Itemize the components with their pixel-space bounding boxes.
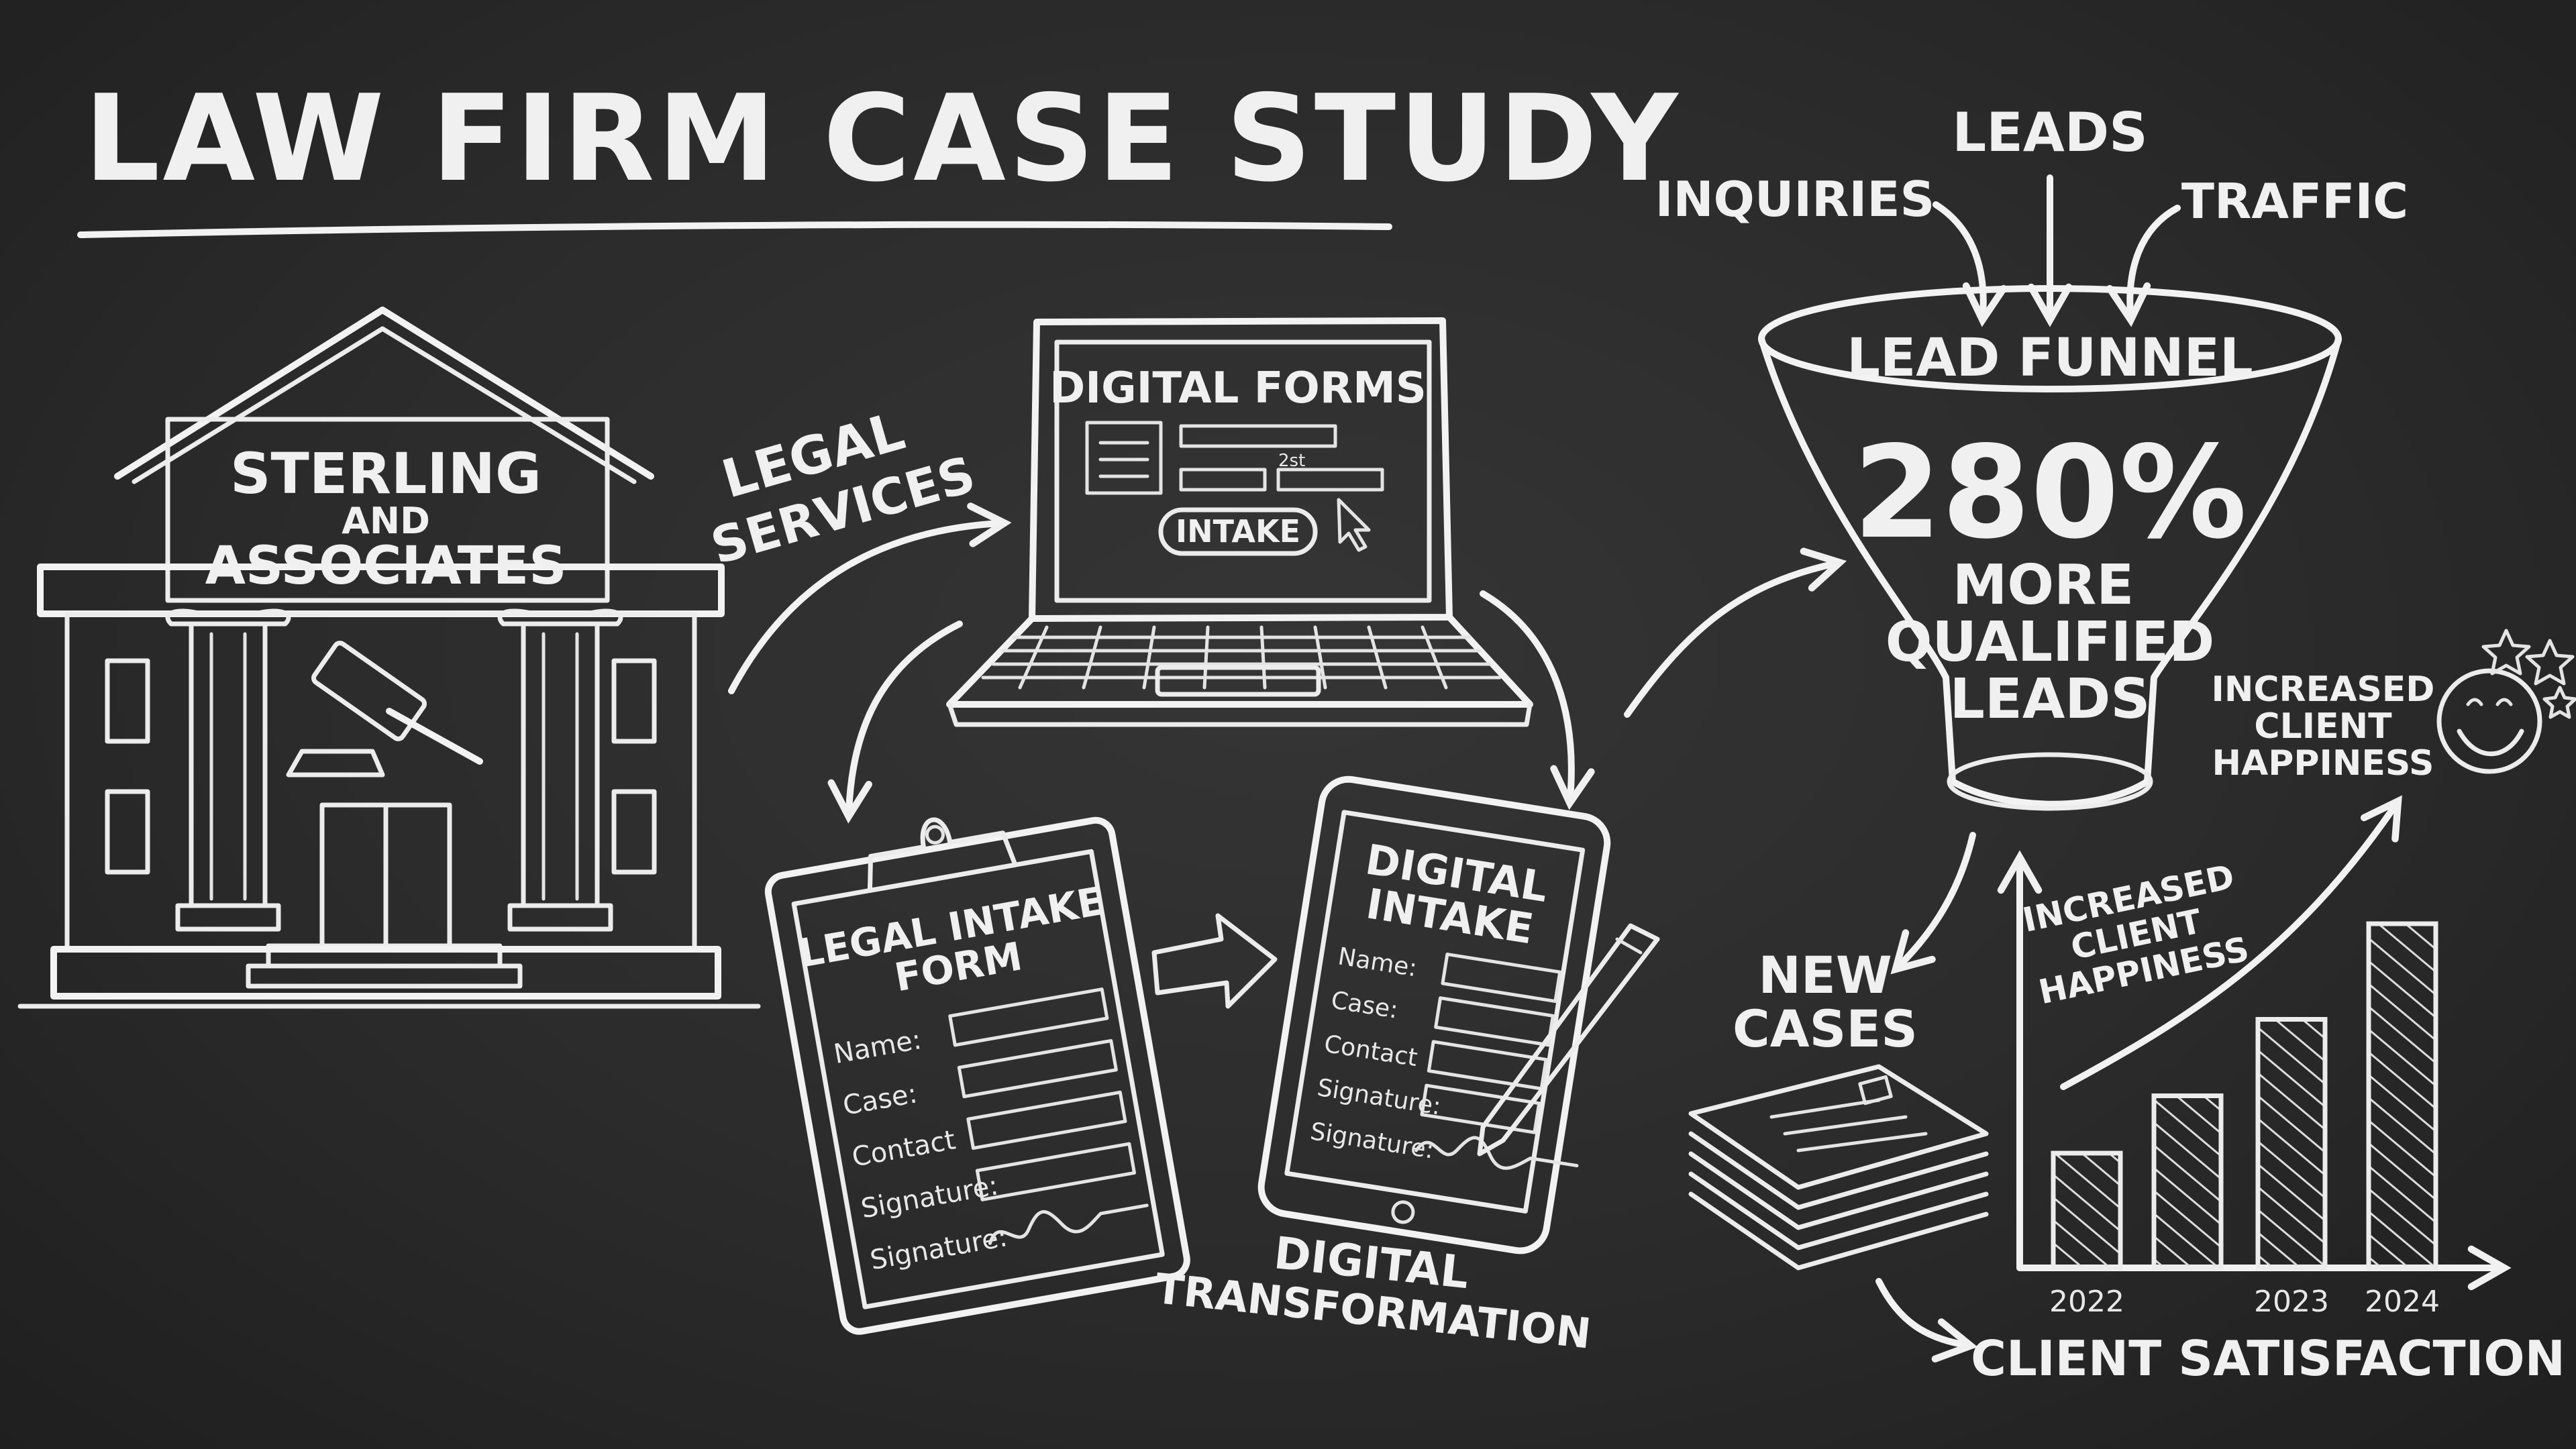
tablet-field-label: Case: <box>1329 987 1400 1024</box>
firm-name-line2: AND <box>342 500 430 542</box>
paper-field-label: Name: <box>831 1024 923 1070</box>
chart-trend-arrow <box>2060 795 2402 1090</box>
funnel-line3: LEADS <box>1950 667 2151 731</box>
intake-button[interactable] <box>1158 507 1318 556</box>
signature-scribble <box>1414 1136 1579 1170</box>
funnel-input-inquiries: INQUIRIES <box>1655 171 1935 227</box>
arrow-funnel-to-new-cases <box>1890 832 1976 975</box>
tablet-field-input-box <box>1441 953 1562 1004</box>
page-title: LAW FIRM CASE STUDY <box>84 69 1680 208</box>
cursor-icon <box>1337 498 1371 552</box>
paper-field-label: Case: <box>841 1078 920 1122</box>
chart-tick-label: 2024 <box>2365 1285 2440 1319</box>
funnel-line2: QUALIFIED <box>1886 610 2215 674</box>
funnel-label: LEAD FUNNEL <box>1847 328 2253 388</box>
signature-scribble <box>988 1203 1149 1245</box>
arrow-paper-to-digital <box>1151 913 1278 1009</box>
funnel-stat: 280% <box>1853 419 2247 567</box>
arrow-traffic-in <box>2106 205 2181 327</box>
paper-field-input-box <box>948 987 1109 1047</box>
laptop-form-mockup <box>1085 421 1384 495</box>
tablet-field-input-box <box>1427 1040 1548 1091</box>
laptop <box>946 317 1533 727</box>
happiness-top-line3: HAPPINESS <box>2212 743 2434 784</box>
stars-icon <box>2481 629 2576 719</box>
courthouse-building <box>17 307 761 1009</box>
chart-title: CLIENT SATISFACTION <box>1971 1330 2565 1387</box>
title-underline <box>77 221 1392 238</box>
paper-field-input-box <box>957 1038 1118 1099</box>
arrow-laptop-to-tablet <box>1480 590 1595 810</box>
arrow-inquiries-in <box>1933 201 2008 327</box>
firm-name-line1: STERLING <box>230 441 542 506</box>
tablet-field-input-box <box>1434 996 1555 1047</box>
tablet-field-input-box <box>1420 1083 1541 1134</box>
paper-field-input-box <box>975 1142 1136 1201</box>
case-files-stack-icon <box>1688 1064 1989 1271</box>
arrow-laptop-to-funnel <box>1624 547 1847 718</box>
firm-name-line3: ASSOCIATES <box>205 536 567 596</box>
funnel-line1: MORE <box>1953 553 2134 617</box>
tablet-field-label: Name: <box>1336 943 1419 982</box>
smiley-face-icon <box>2436 668 2542 774</box>
chart-bar <box>2255 1017 2328 1271</box>
tablet-field-label: Signature: <box>1308 1118 1436 1165</box>
arrow-firm-to-laptop <box>728 502 1012 694</box>
tablet-field-label: Contact <box>1322 1030 1419 1072</box>
new-cases-line2: CASES <box>1733 999 1918 1059</box>
chart-bar <box>2366 921 2438 1271</box>
happiness-top-line1: INCREASED <box>2212 669 2435 710</box>
paper-field-label: Contact <box>849 1124 958 1173</box>
paper-intake-clipboard <box>764 816 1190 1335</box>
laptop-heading: DIGITAL FORMS <box>1049 364 1427 413</box>
new-cases-line1: NEW <box>1758 945 1892 1005</box>
paper-field-input-box <box>966 1090 1127 1150</box>
paper-field-label: Signature: <box>868 1222 1009 1276</box>
chart-tick-label: 2023 <box>2254 1285 2329 1319</box>
funnel-input-leads: LEADS <box>1952 101 2148 164</box>
chart-bar <box>2051 1150 2123 1271</box>
lead-funnel <box>1758 285 2342 811</box>
arrow-cases-to-chart <box>1875 1278 1978 1362</box>
chart-tick-label: 2022 <box>2049 1285 2124 1319</box>
funnel-input-traffic: TRAFFIC <box>2181 173 2408 229</box>
stylus-icon <box>1477 923 1660 1157</box>
chart-bar <box>2151 1093 2224 1271</box>
intake-button-label: INTAKE <box>1176 513 1300 549</box>
happiness-top-line2: CLIENT <box>2254 706 2392 747</box>
arrow-laptop-to-paper-form <box>827 621 963 824</box>
gavel-icon <box>286 641 483 777</box>
laptop-field-hint: 2st <box>1278 451 1305 471</box>
